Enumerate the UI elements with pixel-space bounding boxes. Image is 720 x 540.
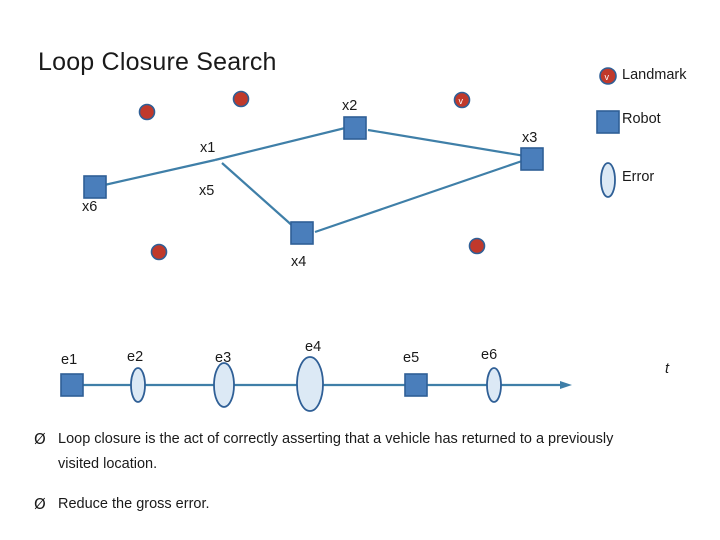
landmark-node	[468, 237, 486, 255]
timeline-node-e5	[404, 373, 428, 397]
legend-label-robot: Robot	[622, 111, 661, 127]
node-label-x6: x6	[82, 199, 98, 215]
bullet-item: Ø Reduce the gross error.	[34, 493, 694, 516]
robot-node-x6	[83, 175, 107, 199]
timeline-error-e6	[486, 367, 502, 403]
landmark-nodes	[138, 90, 486, 261]
legend-label-landmark: Landmark	[622, 67, 687, 83]
node-label-x3: x3	[522, 130, 538, 146]
robot-icon	[596, 110, 620, 134]
landmark-icon	[599, 67, 617, 85]
landmark-inner-labels: v	[459, 96, 464, 106]
edge-x4-x1	[221, 162, 296, 229]
timeline-label-e1: e1	[61, 352, 78, 368]
node-label-x1: x1	[200, 140, 216, 156]
landmark-node	[150, 243, 168, 261]
robot-nodes	[83, 116, 544, 245]
timeline-arrow	[560, 381, 572, 389]
timeline-error-e3	[213, 362, 235, 408]
robot-node-x2	[343, 116, 367, 140]
node-label-x5: x5	[199, 183, 215, 199]
edge-x2-x3	[367, 128, 526, 158]
edge-x3-x4	[314, 158, 526, 234]
landmark-node	[232, 90, 250, 108]
legend-label-error: Error	[622, 169, 655, 185]
timeline-label-e3: e3	[215, 350, 232, 366]
timeline-axis-label: t	[665, 361, 670, 377]
timeline-label-e2: e2	[127, 349, 144, 365]
node-label-x4: x4	[291, 254, 307, 270]
legend-glyphs: v	[596, 67, 620, 198]
landmark-node	[138, 103, 156, 121]
bullet-item: Ø Loop closure is the act of correctly a…	[34, 428, 694, 451]
timeline-label-e5: e5	[403, 350, 420, 366]
page-title: Loop Closure Search	[38, 48, 277, 76]
edge-x6-x1	[99, 158, 216, 188]
timeline-error-e4	[296, 356, 324, 412]
bullet-marker: Ø	[34, 494, 46, 513]
timeline-error-e2	[130, 367, 146, 403]
bullet-continuation: visited location.	[58, 455, 158, 472]
bullet-list: Ø Loop closure is the act of correctly a…	[34, 428, 694, 517]
timeline-label-e4: e4	[305, 339, 322, 355]
graph-edges	[99, 126, 526, 234]
error-icon	[600, 162, 616, 198]
robot-node-x4	[290, 221, 314, 245]
edge-x1-x2	[214, 126, 346, 162]
bullet-text: Loop closure is the act of correctly ass…	[58, 431, 614, 447]
timeline-node-e1	[60, 373, 84, 397]
timeline-axis	[60, 356, 572, 412]
timeline-label-e6: e6	[481, 347, 498, 363]
bullet-text: Reduce the gross error.	[58, 495, 210, 512]
svg-text:v: v	[459, 96, 464, 106]
landmark-node	[453, 91, 471, 109]
node-label-x2: x2	[342, 98, 358, 114]
bullet-marker: Ø	[34, 430, 46, 448]
robot-node-x3	[520, 147, 544, 171]
svg-text:v: v	[605, 72, 610, 82]
